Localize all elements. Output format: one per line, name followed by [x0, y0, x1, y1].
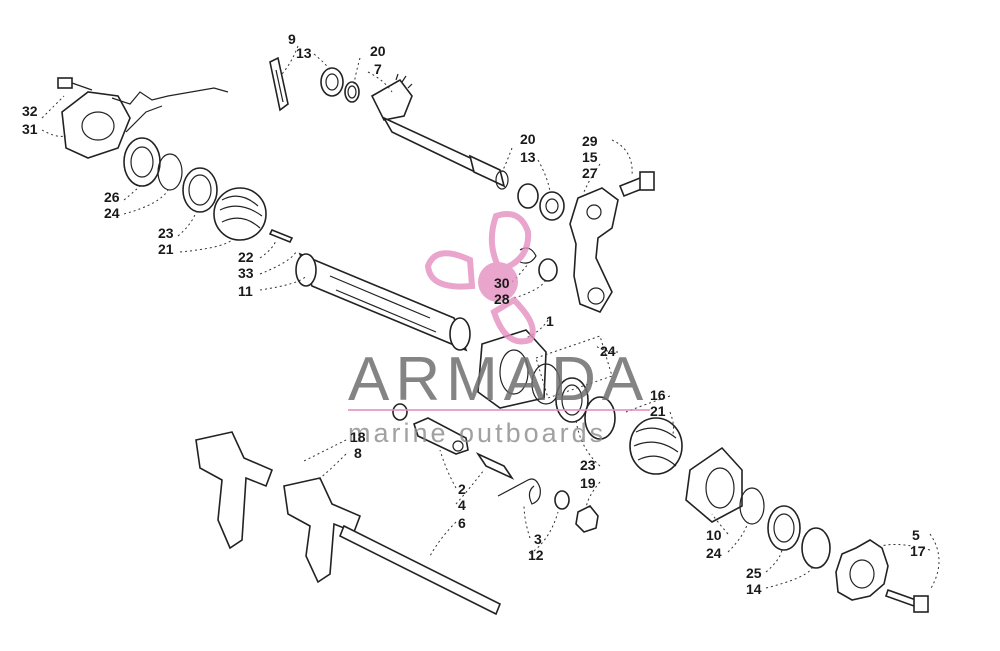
- part-4-collar-bolt: [475, 452, 515, 480]
- callout-19: 19: [580, 475, 596, 491]
- callout-23: 23: [580, 457, 596, 473]
- callout-22: 22: [238, 249, 254, 265]
- part-29-bolt: [618, 171, 655, 198]
- callout-4: 4: [458, 497, 466, 513]
- callout-28: 28: [494, 291, 510, 307]
- callout-8: 8: [354, 445, 362, 461]
- callout-2: 2: [458, 481, 466, 497]
- callout-9: 9: [288, 31, 296, 47]
- part-28-washer: [538, 258, 558, 282]
- callout-24: 24: [600, 343, 616, 359]
- part-7-shift-shaft: [370, 73, 506, 188]
- part-10-drum-end: [685, 446, 743, 523]
- callout-14: 14: [746, 581, 762, 597]
- callout-labels: 9 13 20 7 32 31 20 13 29 15 27 26 24 23 …: [22, 31, 926, 597]
- callout-24: 24: [706, 545, 722, 561]
- part-24-group-outline: [535, 335, 613, 399]
- callout-23: 23: [158, 225, 174, 241]
- part-13-washer-top: [320, 67, 344, 97]
- callout-21: 21: [650, 403, 666, 419]
- part-17-star-gear: [835, 539, 889, 601]
- callout-24: 24: [104, 205, 120, 221]
- watermark-tagline: marine outboards: [348, 418, 606, 448]
- part-22-pin: [268, 228, 294, 244]
- part-26-washer-left: [123, 137, 161, 187]
- callout-5: 5: [912, 527, 920, 543]
- callout-25: 25: [746, 565, 762, 581]
- callout-29: 29: [582, 133, 598, 149]
- part-21-spring-right: [629, 417, 683, 475]
- part-14-washer: [801, 527, 831, 569]
- leader-lines: [41, 45, 940, 591]
- callout-21: 21: [158, 241, 174, 257]
- part-20-ring-top: [344, 81, 360, 103]
- callout-16: 16: [650, 387, 666, 403]
- callout-12: 12: [528, 547, 544, 563]
- callout-6: 6: [458, 515, 466, 531]
- part-21-spring-left: [213, 187, 267, 241]
- callout-13: 13: [520, 149, 536, 165]
- part-9-slotted-plate: [269, 56, 289, 112]
- part-12-washer: [554, 490, 570, 510]
- callout-18: 18: [350, 429, 366, 445]
- part-5-bolt: [884, 588, 929, 613]
- callout-1: 1: [546, 313, 554, 329]
- part-20-ring-mid: [495, 170, 509, 190]
- part-23-washer-left: [182, 167, 218, 213]
- part-8-shift-fork: [283, 477, 362, 584]
- callout-13: 13: [296, 45, 312, 61]
- callout-27: 27: [582, 165, 598, 181]
- callout-15: 15: [582, 149, 598, 165]
- callout-26: 26: [104, 189, 120, 205]
- callout-7: 7: [374, 61, 382, 77]
- parts-artwork: [57, 56, 929, 616]
- callout-10: 10: [706, 527, 722, 543]
- callout-20: 20: [520, 131, 536, 147]
- part-13-washer-mid: [517, 183, 565, 221]
- callout-11: 11: [238, 283, 253, 299]
- callout-20: 20: [370, 43, 386, 59]
- part-24-circlip-left: [157, 153, 183, 191]
- part-6-shift-rod: [338, 524, 502, 616]
- part-1-sleeve: [477, 329, 547, 409]
- callout-30: 30: [494, 275, 510, 291]
- part-32-bolt: [57, 77, 93, 91]
- part-2-stopper-lever: [392, 403, 469, 455]
- part-24-circlip-right: [739, 487, 765, 525]
- part-31-cover: [61, 87, 229, 159]
- callout-3: 3: [534, 531, 542, 547]
- callout-32: 32: [22, 103, 38, 119]
- watermark-brand: ARMADA: [348, 345, 649, 414]
- part-11-shift-drum: [295, 252, 471, 352]
- part-18-shift-fork: [195, 431, 274, 550]
- part-25-washer: [767, 505, 801, 551]
- watermark: ARMADA marine outboards: [348, 211, 650, 448]
- propeller-logo-icon: [424, 211, 536, 345]
- part-3-spring: [497, 478, 541, 505]
- callout-31: 31: [22, 121, 38, 137]
- part-19-nut: [575, 504, 599, 533]
- callout-17: 17: [910, 543, 926, 559]
- callout-33: 33: [238, 265, 254, 281]
- part-15-lever: [569, 187, 619, 313]
